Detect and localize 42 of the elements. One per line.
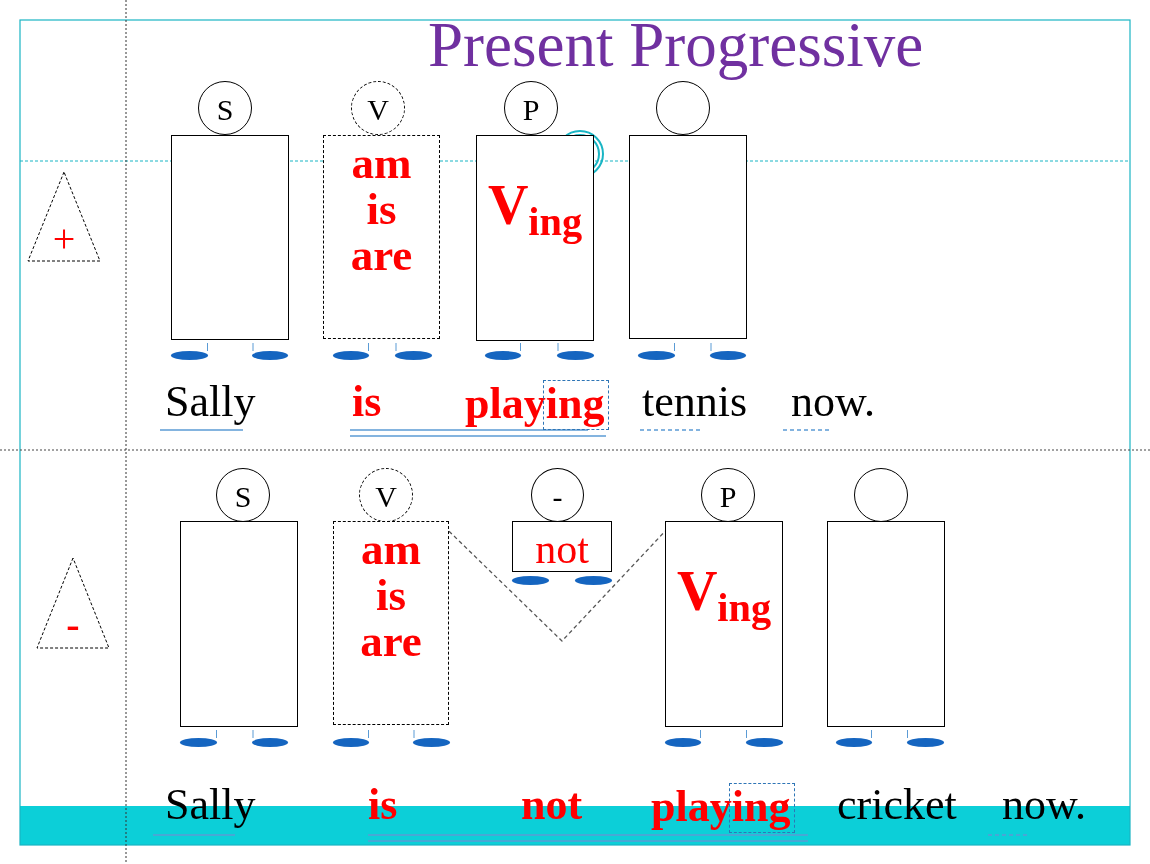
head-circle xyxy=(216,468,270,522)
sentence-word: now. xyxy=(791,380,875,424)
verb-form: V$_{ing}$ xyxy=(676,563,772,629)
body-rectangle xyxy=(333,521,449,725)
body-rectangle xyxy=(512,521,612,572)
caret-line xyxy=(448,530,666,642)
sentence-word: tennis xyxy=(642,380,748,424)
role-letter: V xyxy=(375,482,397,512)
verb-form: V$_{ing}$ xyxy=(487,177,583,243)
verb-forms: am is are xyxy=(349,140,414,278)
head-circle xyxy=(656,81,710,135)
body-rectangle xyxy=(827,521,945,727)
sentence-word: cricket xyxy=(837,783,957,827)
sentence-word: is xyxy=(352,380,382,424)
role-letter: P xyxy=(719,482,737,512)
role-letter: V xyxy=(367,95,389,125)
head-circle xyxy=(531,468,584,522)
sign-symbol: + xyxy=(52,219,76,259)
body-rectangle xyxy=(629,135,747,339)
sentence-word: Sally xyxy=(165,783,256,827)
sentence-word: Sally xyxy=(165,380,256,424)
verb-forms: am is are xyxy=(359,526,423,664)
head-circle xyxy=(504,81,558,135)
role-letter: S xyxy=(234,482,252,512)
role-letter: P xyxy=(522,95,540,125)
negation-word: not xyxy=(535,528,589,570)
body-rectangle xyxy=(323,135,440,339)
head-circle xyxy=(854,468,908,522)
sentence-word: playing xyxy=(465,380,610,430)
sentence-word: is xyxy=(368,783,398,827)
sentence-word: not xyxy=(521,783,583,827)
role-letter: - xyxy=(552,482,563,512)
body-rectangle xyxy=(665,521,783,727)
triangle-sign xyxy=(28,172,100,261)
head-circle xyxy=(701,468,755,522)
body-rectangle xyxy=(171,135,289,340)
role-letter: S xyxy=(216,95,234,125)
triangle-sign xyxy=(37,558,109,648)
head-circle xyxy=(198,81,252,135)
body-rectangle xyxy=(180,521,298,727)
body-rectangle xyxy=(476,135,594,341)
sign-symbol: - xyxy=(66,605,80,645)
